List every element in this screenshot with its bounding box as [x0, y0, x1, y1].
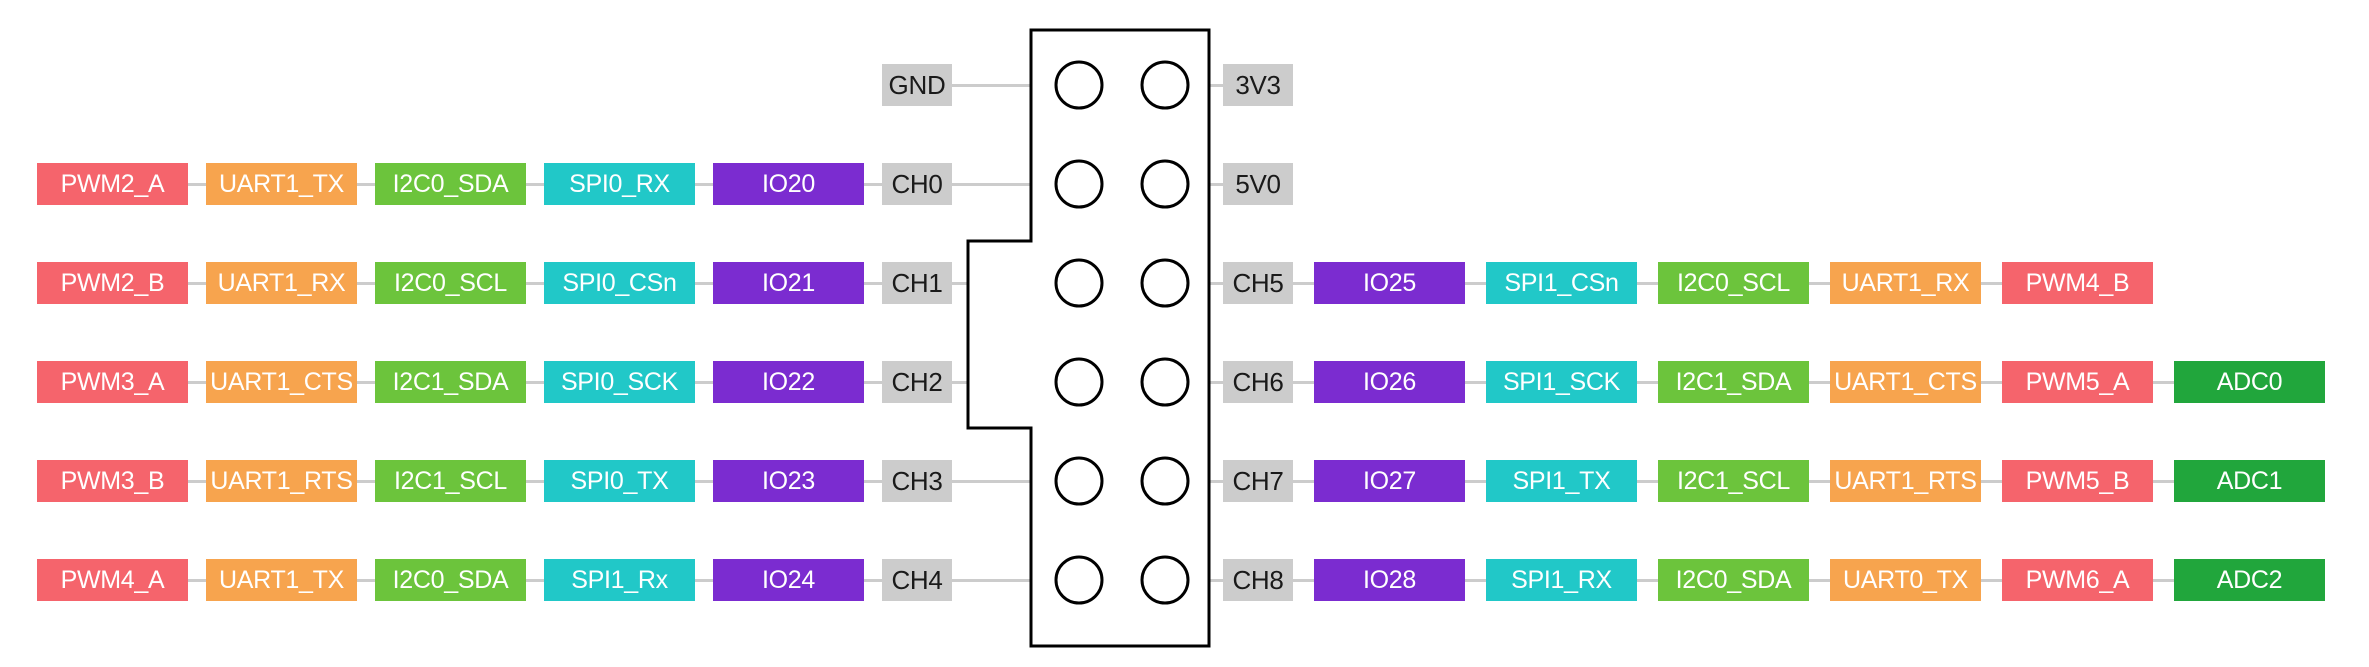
- signal-label-i2c1_scl: I2C1_SCL: [1658, 460, 1809, 502]
- signal-label-pwm6_a: PWM6_A: [2002, 559, 2153, 601]
- pin-hole: [1054, 456, 1104, 506]
- signal-label-io20: IO20: [713, 163, 864, 205]
- pin-hole: [1140, 555, 1190, 605]
- pin-label-ch3: CH3: [882, 460, 952, 502]
- signal-row-4-left: PWM3_B UART1_RTS I2C1_SCL SPI0_TX IO23 CH3: [37, 460, 952, 502]
- signal-row-4-right: CH7 IO27 SPI1_TX I2C1_SCL UART1_RTS PWM5_B ADC…: [1223, 460, 2325, 502]
- signal-label-spi1_sck: SPI1_SCK: [1486, 361, 1637, 403]
- signal-label-i2c0_sda: I2C0_SDA: [1658, 559, 1809, 601]
- signal-row-1-right: 5V0: [1223, 163, 1293, 205]
- pin-hole: [1054, 60, 1104, 110]
- signal-row-5-left: PWM4_A UART1_TX I2C0_SDA SPI1_Rx IO24 CH4: [37, 559, 952, 601]
- signal-label-i2c0_scl: I2C0_SCL: [1658, 262, 1809, 304]
- signal-label-uart1_tx: UART1_TX: [206, 559, 357, 601]
- signal-label-pwm2_a: PWM2_A: [37, 163, 188, 205]
- signal-label-io23: IO23: [713, 460, 864, 502]
- pin-label-ch0: CH0: [882, 163, 952, 205]
- signal-label-pwm2_b: PWM2_B: [37, 262, 188, 304]
- pin-label-5v0: 5V0: [1223, 163, 1293, 205]
- signal-label-i2c1_sda: I2C1_SDA: [1658, 361, 1809, 403]
- pin-hole: [1140, 60, 1190, 110]
- signal-label-io21: IO21: [713, 262, 864, 304]
- signal-row-0-right: 3V3: [1223, 64, 1293, 106]
- signal-label-uart1_cts: UART1_CTS: [1830, 361, 1981, 403]
- pin-hole: [1054, 258, 1104, 308]
- signal-label-uart1_cts: UART1_CTS: [206, 361, 357, 403]
- pin-label-ch4: CH4: [882, 559, 952, 601]
- signal-label-adc0: ADC0: [2174, 361, 2325, 403]
- signal-label-i2c1_sda: I2C1_SDA: [375, 361, 526, 403]
- signal-label-io28: IO28: [1314, 559, 1465, 601]
- pin-hole: [1054, 555, 1104, 605]
- signal-label-spi1_csn: SPI1_CSn: [1486, 262, 1637, 304]
- pin-hole: [1140, 258, 1190, 308]
- signal-label-uart0_tx: UART0_TX: [1830, 559, 1981, 601]
- signal-label-uart1_rx: UART1_RX: [206, 262, 357, 304]
- signal-label-uart1_tx: UART1_TX: [206, 163, 357, 205]
- signal-label-spi0_tx: SPI0_TX: [544, 460, 695, 502]
- signal-row-3-right: CH6 IO26 SPI1_SCK I2C1_SDA UART1_CTS PWM5_A AD…: [1223, 361, 2325, 403]
- pin-hole: [1140, 456, 1190, 506]
- signal-label-spi0_rx: SPI0_RX: [544, 163, 695, 205]
- signal-label-spi0_sck: SPI0_SCK: [544, 361, 695, 403]
- pin-hole: [1140, 159, 1190, 209]
- signal-label-i2c1_scl: I2C1_SCL: [375, 460, 526, 502]
- pin-label-ch8: CH8: [1223, 559, 1293, 601]
- signal-label-io24: IO24: [713, 559, 864, 601]
- pin-label-ch6: CH6: [1223, 361, 1293, 403]
- pin-label-gnd: GND: [882, 64, 952, 106]
- signal-label-pwm3_b: PWM3_B: [37, 460, 188, 502]
- signal-label-io27: IO27: [1314, 460, 1465, 502]
- signal-label-i2c0_sda: I2C0_SDA: [375, 559, 526, 601]
- pin-label-ch2: CH2: [882, 361, 952, 403]
- connector-outline: [966, 28, 1211, 648]
- connection-wire: [902, 83, 1031, 87]
- pin-hole: [1140, 357, 1190, 407]
- signal-row-0-left: GND: [882, 64, 952, 106]
- signal-label-io22: IO22: [713, 361, 864, 403]
- signal-label-uart1_rx: UART1_RX: [1830, 262, 1981, 304]
- signal-row-2-left: PWM2_B UART1_RX I2C0_SCL SPI0_CSn IO21 CH1: [37, 262, 952, 304]
- signal-label-uart1_rts: UART1_RTS: [206, 460, 357, 502]
- signal-label-io26: IO26: [1314, 361, 1465, 403]
- signal-row-5-right: CH8 IO28 SPI1_RX I2C0_SDA UART0_TX PWM6_A ADC2: [1223, 559, 2325, 601]
- signal-label-i2c0_sda: I2C0_SDA: [375, 163, 526, 205]
- signal-label-pwm5_b: PWM5_B: [2002, 460, 2153, 502]
- signal-label-pwm5_a: PWM5_A: [2002, 361, 2153, 403]
- signal-label-spi1_rx: SPI1_RX: [1486, 559, 1637, 601]
- signal-row-1-left: PWM2_A UART1_TX I2C0_SDA SPI0_RX IO20 CH0: [37, 163, 952, 205]
- pin-label-ch5: CH5: [1223, 262, 1293, 304]
- pin-label-ch1: CH1: [882, 262, 952, 304]
- signal-label-pwm3_a: PWM3_A: [37, 361, 188, 403]
- pin-label-3v3: 3V3: [1223, 64, 1293, 106]
- signal-label-uart1_rts: UART1_RTS: [1830, 460, 1981, 502]
- signal-label-spi0_csn: SPI0_CSn: [544, 262, 695, 304]
- pin-hole: [1054, 159, 1104, 209]
- signal-row-2-right: CH5 IO25 SPI1_CSn I2C0_SCL UART1_RX PWM4_B: [1223, 262, 2153, 304]
- signal-label-adc2: ADC2: [2174, 559, 2325, 601]
- signal-label-i2c0_scl: I2C0_SCL: [375, 262, 526, 304]
- signal-label-spi1_rx: SPI1_Rx: [544, 559, 695, 601]
- signal-label-pwm4_b: PWM4_B: [2002, 262, 2153, 304]
- signal-label-spi1_tx: SPI1_TX: [1486, 460, 1637, 502]
- signal-row-3-left: PWM3_A UART1_CTS I2C1_SDA SPI0_SCK IO22 CH2: [37, 361, 952, 403]
- signal-label-pwm4_a: PWM4_A: [37, 559, 188, 601]
- signal-label-io25: IO25: [1314, 262, 1465, 304]
- pin-label-ch7: CH7: [1223, 460, 1293, 502]
- pin-hole: [1054, 357, 1104, 407]
- signal-label-adc1: ADC1: [2174, 460, 2325, 502]
